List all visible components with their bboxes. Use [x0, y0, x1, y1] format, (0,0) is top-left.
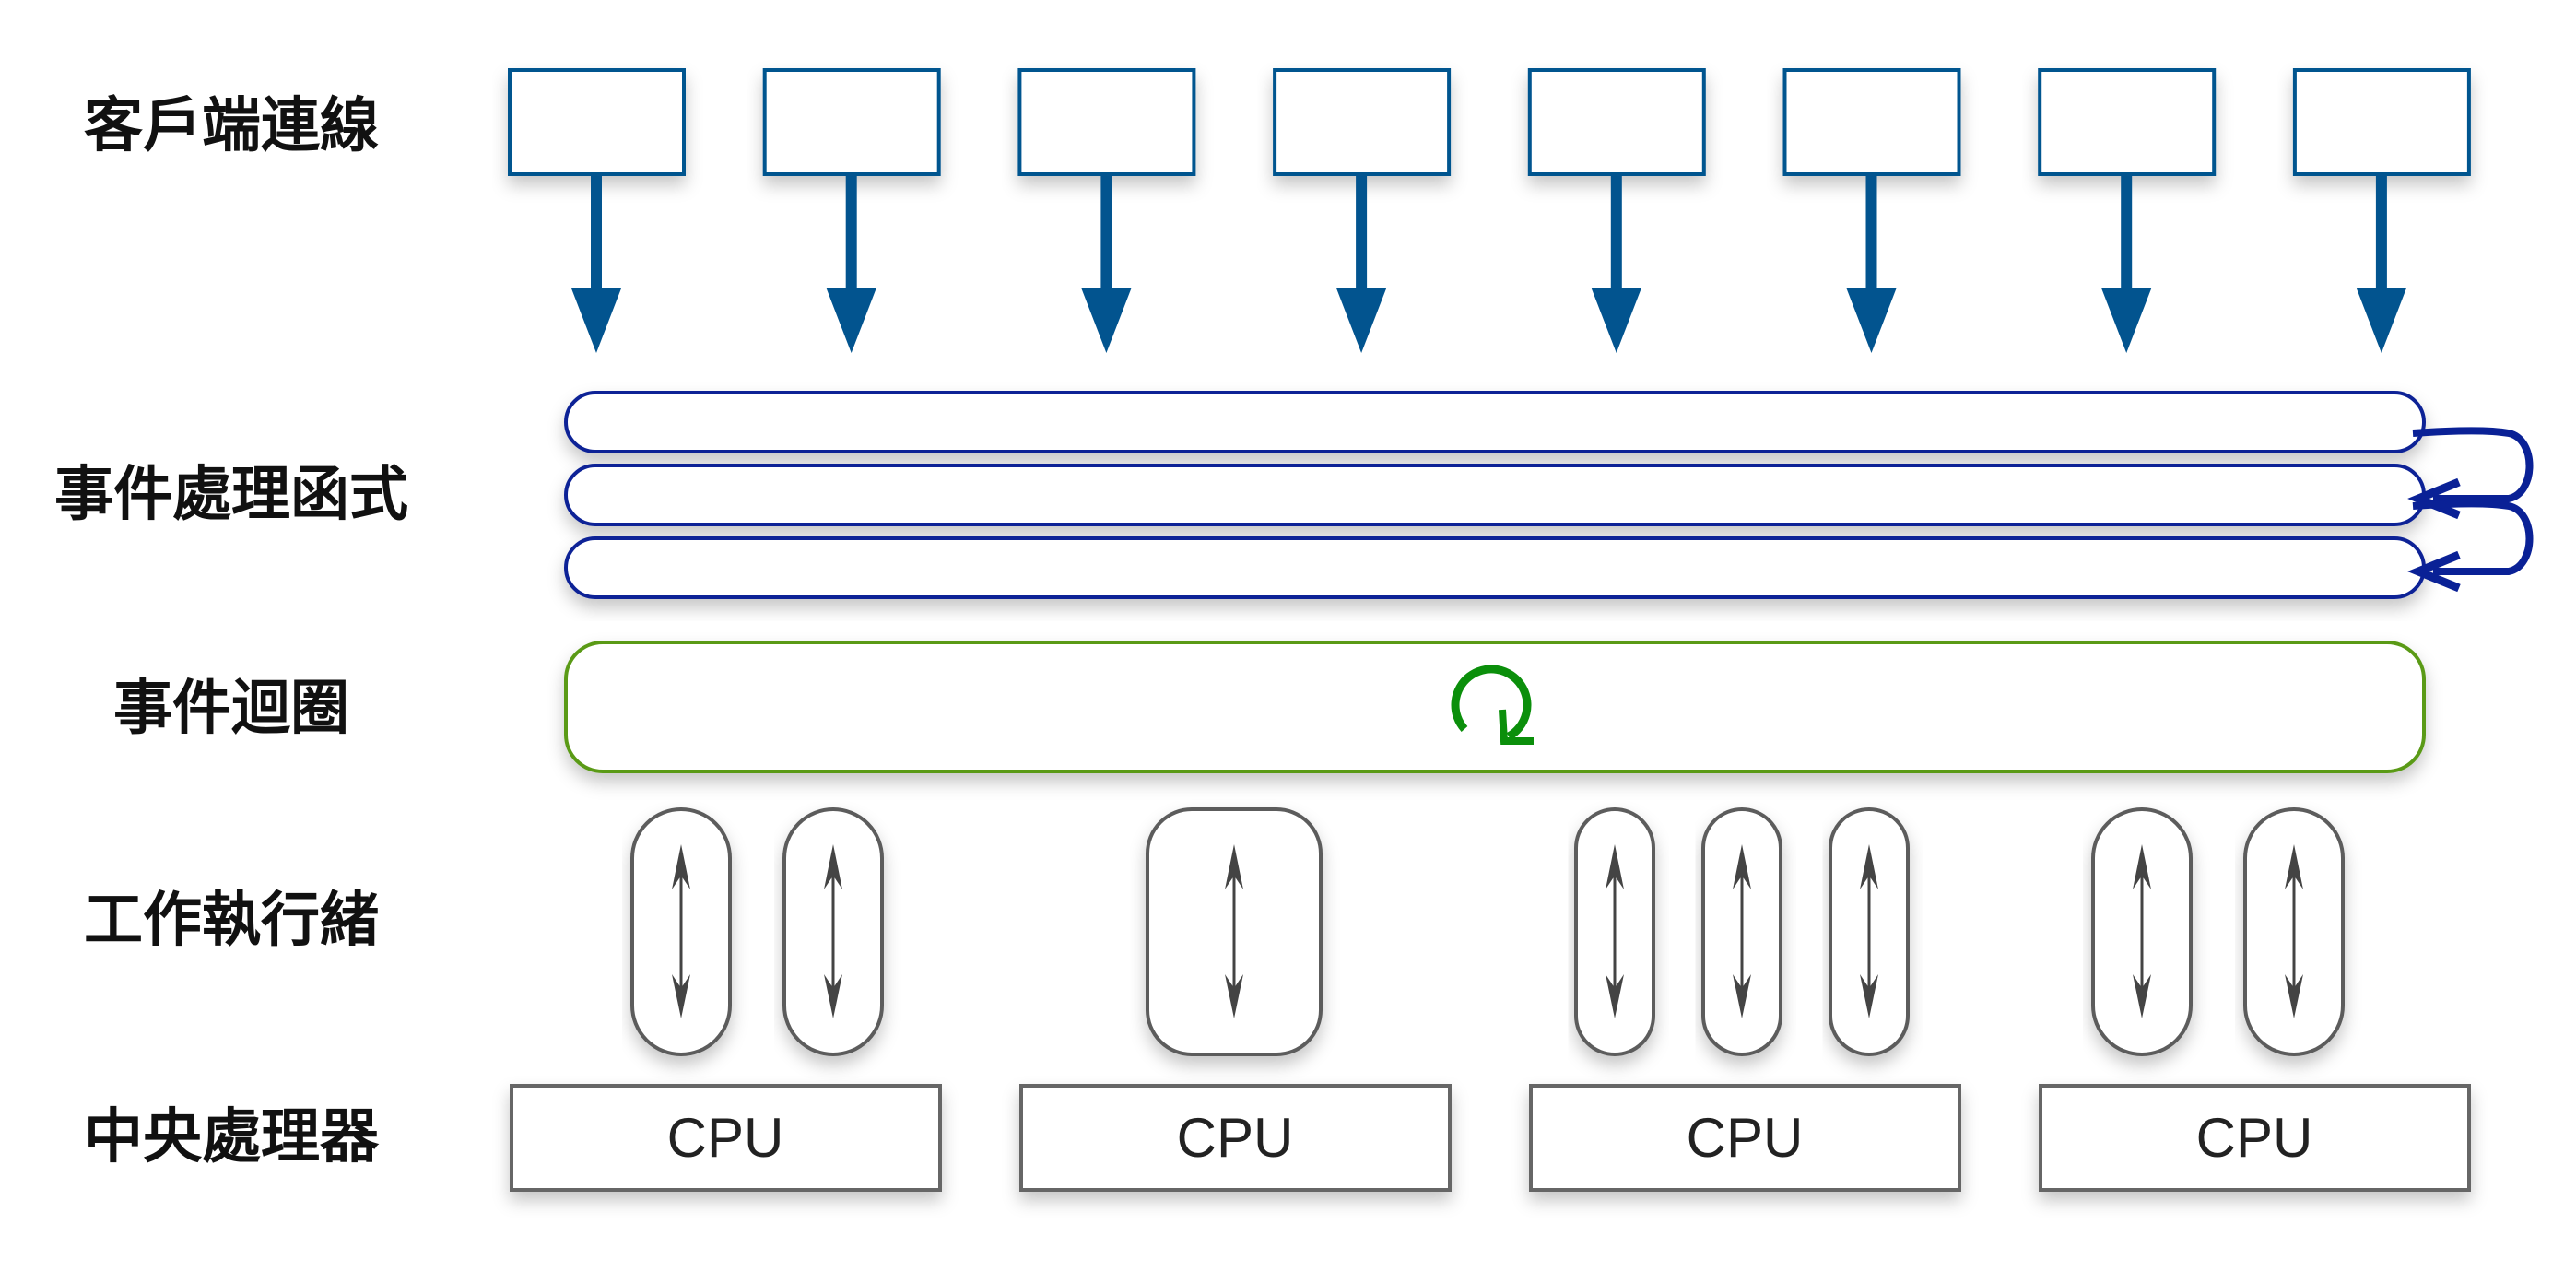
- worker-thread: [630, 807, 732, 1056]
- worker-thread: [1574, 807, 1655, 1056]
- client-box: [1527, 68, 1706, 176]
- client-box: [508, 68, 686, 176]
- bidirectional-arrow-icon: [2285, 844, 2303, 1018]
- down-arrow-icon: [1591, 174, 1641, 353]
- client-box: [762, 68, 941, 176]
- bidirectional-arrow-icon: [1860, 844, 1878, 1018]
- row-label-event-loop: 事件迴圈: [113, 675, 349, 743]
- cpu-box: CPU: [1529, 1084, 1961, 1192]
- event-handler-queue: [564, 391, 2534, 599]
- cpu-box: CPU: [510, 1084, 942, 1192]
- client-connection: [2292, 68, 2471, 353]
- client-connection: [1782, 68, 1961, 353]
- client-box: [1782, 68, 1961, 176]
- loop-icon: [1451, 665, 1534, 745]
- down-arrow-icon: [2101, 174, 2152, 353]
- client-box: [1017, 68, 1196, 176]
- client-connection: [1527, 68, 1706, 353]
- cpu-label: CPU: [1687, 1107, 1804, 1169]
- bidirectional-arrow-icon: [1733, 844, 1751, 1018]
- requeue-arrow-icon: [2407, 500, 2534, 593]
- cpu-label: CPU: [1177, 1107, 1294, 1169]
- down-arrow-icon: [1336, 174, 1387, 353]
- bidirectional-arrow-icon: [2133, 844, 2151, 1018]
- client-box: [2292, 68, 2471, 176]
- bidirectional-arrow-icon: [1225, 844, 1243, 1018]
- client-connection: [508, 68, 686, 353]
- worker-threads: [630, 807, 2345, 1056]
- event-loop-box: [564, 641, 2426, 773]
- event-handler: [564, 536, 2426, 599]
- event-loop-frame: [564, 641, 2426, 773]
- worker-thread: [1701, 807, 1782, 1056]
- cpu-row: CPU CPU CPU CPU: [510, 1084, 2471, 1192]
- cpu-box: CPU: [1019, 1084, 1452, 1192]
- down-arrow-icon: [826, 174, 876, 353]
- down-arrow-icon: [1846, 174, 1897, 353]
- client-connection: [762, 68, 941, 353]
- requeue-arrow-icon: [2407, 427, 2534, 520]
- cpu-label: CPU: [2196, 1107, 2313, 1169]
- worker-thread: [2091, 807, 2193, 1056]
- bidirectional-arrow-icon: [824, 844, 842, 1018]
- client-connection: [1017, 68, 1196, 353]
- worker-thread: [1829, 807, 1910, 1056]
- row-label-clients: 客戶端連線: [84, 92, 379, 160]
- worker-thread: [2243, 807, 2345, 1056]
- client-box: [1273, 68, 1452, 176]
- event-handler: [564, 391, 2426, 453]
- cpu-label: CPU: [667, 1107, 784, 1169]
- client-connections: [508, 68, 2471, 353]
- down-arrow-icon: [1081, 174, 1132, 353]
- cpu-box: CPU: [2039, 1084, 2471, 1192]
- bidirectional-arrow-icon: [1606, 844, 1624, 1018]
- down-arrow-icon: [571, 174, 621, 353]
- client-box: [2038, 68, 2217, 176]
- row-label-handlers: 事件處理函式: [54, 461, 408, 529]
- client-connection: [1273, 68, 1452, 353]
- client-connection: [2038, 68, 2217, 353]
- row-label-cpus: 中央處理器: [84, 1103, 380, 1171]
- row-label-workers: 工作執行緒: [84, 887, 379, 955]
- down-arrow-icon: [2356, 174, 2406, 353]
- worker-thread: [782, 807, 884, 1056]
- event-handler: [564, 464, 2426, 526]
- worker-thread: [1146, 807, 1323, 1056]
- bidirectional-arrow-icon: [672, 844, 690, 1018]
